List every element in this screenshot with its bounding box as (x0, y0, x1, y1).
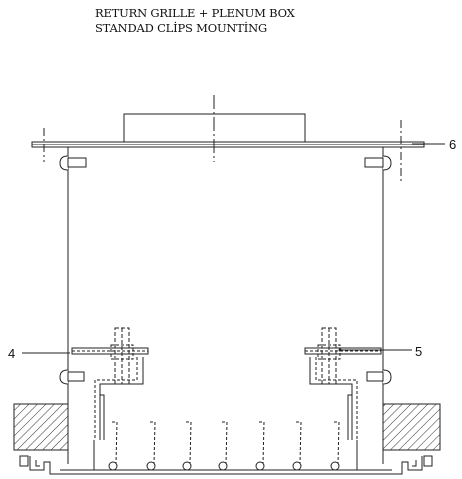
callout-label-6: 6 (449, 137, 456, 152)
flange-center-lines (43, 120, 402, 182)
callout-dot-5 (338, 348, 342, 352)
top-flange (31, 141, 425, 148)
ceiling-section-right (382, 403, 441, 451)
lower-rivets (59, 369, 392, 385)
callout-label-4: 4 (8, 346, 15, 361)
grille-blades (108, 421, 340, 471)
diagram-title-line-2: STANDAD CLİPS MOUNTİNG (95, 21, 267, 35)
diagram-title-line-1: RETURN GRILLE + PLENUM BOX (95, 6, 295, 20)
ceiling-section-left (13, 403, 69, 451)
right-mounting-clip (304, 327, 382, 440)
leader-lines (22, 143, 445, 354)
left-mounting-clip (71, 327, 149, 440)
grille-frame (19, 455, 433, 475)
upper-rivets (59, 155, 392, 171)
callout-label-5: 5 (415, 344, 422, 359)
